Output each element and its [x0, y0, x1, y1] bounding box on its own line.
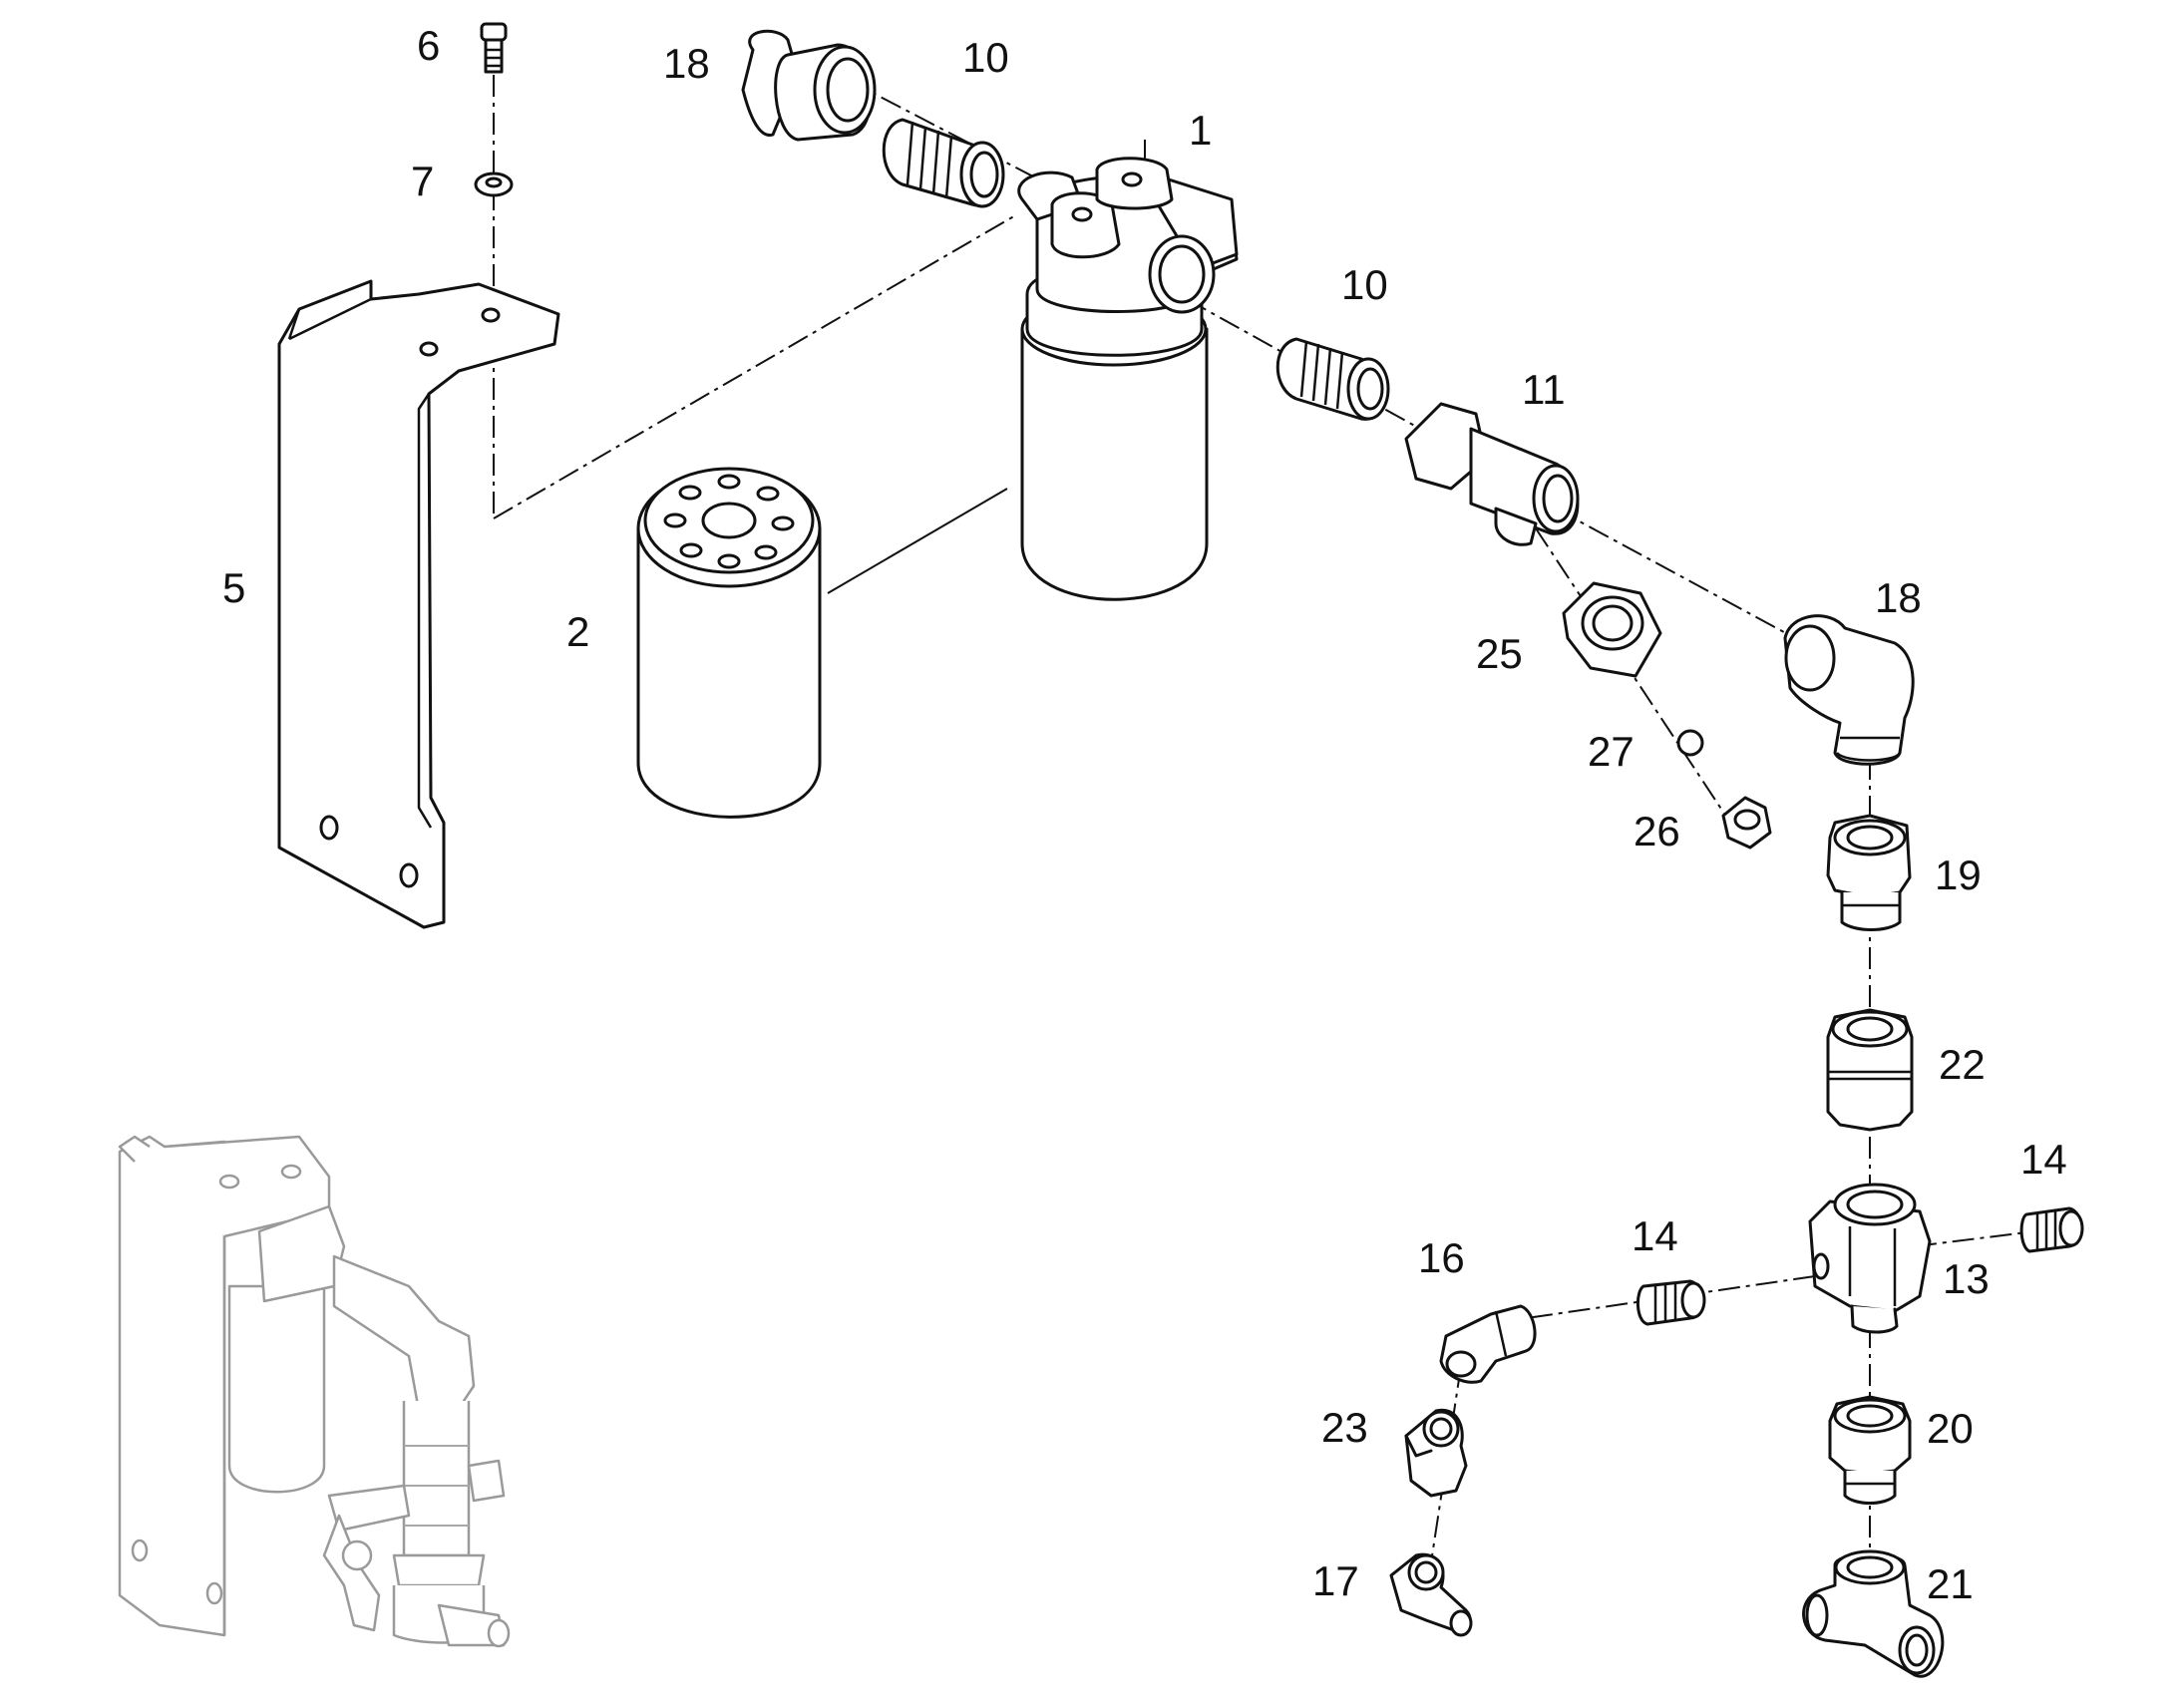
part-13-tee-block [1808, 1183, 1932, 1334]
assembly-leader-lines [493, 75, 2035, 1615]
callout-25: 25 [1476, 630, 1523, 677]
callout-13: 13 [1943, 1255, 1990, 1302]
callout-26: 26 [1634, 808, 1680, 854]
leader-bracket-to-head [493, 213, 1018, 519]
callout-10-top: 10 [962, 34, 1009, 81]
part-20-fitting [1828, 1395, 1912, 1505]
callout-labels: 6 7 18 10 1 10 11 5 2 18 25 27 26 19 22 … [222, 22, 2067, 1607]
part-19-union [1826, 814, 1912, 931]
callout-10-mid: 10 [1341, 261, 1388, 308]
leader-tee-to-fitting14-right [1914, 1230, 2035, 1247]
callout-22: 22 [1939, 1041, 1986, 1088]
part-2-filter-element [636, 467, 822, 819]
callout-20: 20 [1927, 1405, 1974, 1452]
callout-16: 16 [1418, 1234, 1465, 1281]
part-25-nut [1562, 581, 1662, 678]
callout-18-top: 18 [663, 40, 710, 87]
callout-2: 2 [566, 608, 589, 655]
part-1-filter-head [1017, 157, 1239, 601]
callout-27: 27 [1588, 728, 1635, 775]
callout-23: 23 [1321, 1404, 1368, 1451]
part-27-ball [1676, 729, 1704, 757]
callout-11: 11 [1522, 366, 1566, 413]
callout-21: 21 [1927, 1560, 1974, 1607]
leader-adapter11-to-elbow18 [1555, 508, 1796, 639]
part-22-double-nut [1826, 1008, 1914, 1132]
part-6-bolt [480, 22, 508, 74]
part-17-valve [1389, 1552, 1473, 1637]
part-26-plug [1721, 796, 1772, 850]
part-18-elbow-top [741, 29, 877, 142]
part-23-valve [1404, 1408, 1468, 1498]
callout-14-mid: 14 [1632, 1212, 1678, 1259]
callout-7: 7 [411, 158, 434, 204]
part-18-elbow-right [1783, 614, 1915, 766]
callout-1: 1 [1189, 107, 1212, 154]
leader-adapter11-to-plug [1535, 527, 1741, 839]
part-10-adapter-top [882, 118, 1005, 208]
callout-14-right: 14 [2020, 1136, 2067, 1183]
part-14-fitting-right [2019, 1206, 2084, 1253]
part-11-tee-adapter [1404, 402, 1580, 546]
part-7-washer [474, 171, 514, 197]
callout-6: 6 [417, 22, 440, 69]
part-5-mounting-bracket [277, 279, 560, 929]
leader-filter-to-head [827, 488, 1008, 594]
part-10-adapter-mid [1275, 337, 1390, 421]
part-21-tee [1802, 1549, 1945, 1678]
callout-17: 17 [1312, 1557, 1359, 1604]
callout-5: 5 [222, 564, 245, 611]
part-16-small-elbow [1439, 1304, 1537, 1384]
assembled-overview-thumbnail [118, 1135, 511, 1648]
callout-19: 19 [1935, 852, 1982, 898]
callout-18-right: 18 [1875, 574, 1922, 621]
part-14-fitting-mid [1636, 1279, 1706, 1326]
